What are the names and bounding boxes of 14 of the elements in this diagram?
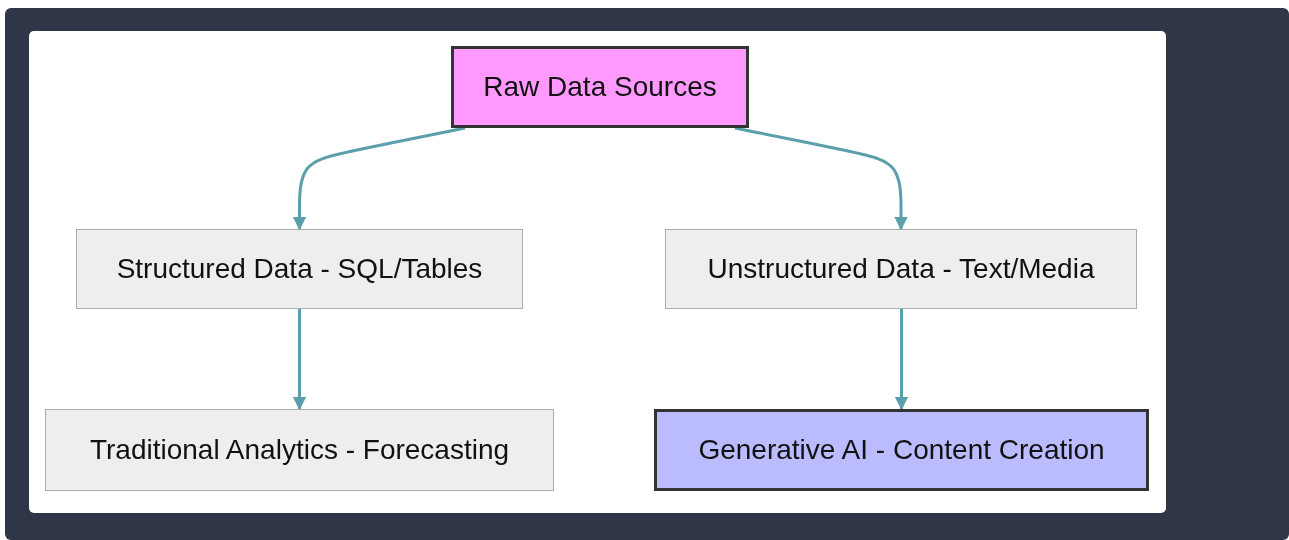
process-box (76, 229, 523, 309)
node-label: Structured Data - SQL/Tables (116, 253, 483, 285)
node-label: Traditional Analytics - Forecasting (89, 434, 510, 466)
arrow (292, 309, 307, 411)
arrow (292, 126, 466, 231)
node-label: Unstructured Data - Text/Media (707, 253, 1095, 285)
process-box (654, 409, 1149, 491)
arrow (734, 126, 908, 231)
process-box (451, 46, 749, 128)
process-box (45, 409, 554, 491)
arrow (894, 309, 909, 411)
process-box (665, 229, 1137, 309)
node-label: Raw Data Sources (483, 71, 717, 103)
node-label: Generative AI - Content Creation (698, 434, 1105, 466)
